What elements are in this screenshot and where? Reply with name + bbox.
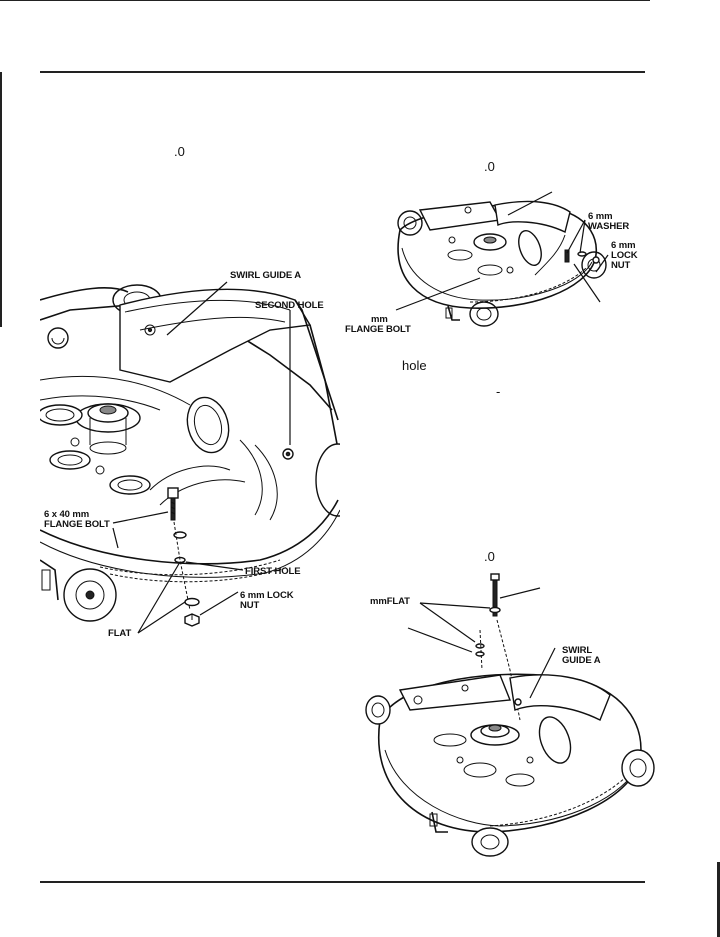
flange-bolt-size-label: 6 x 40 mm — [44, 509, 90, 520]
first-hole-label: FIRST HOLE — [245, 566, 301, 577]
dash-fragment: - — [496, 384, 501, 399]
lock-nut-size-label: 6 mm — [611, 240, 636, 251]
washer-size-label: 6 mm — [588, 211, 613, 222]
washer-label: WASHER — [588, 221, 630, 232]
lock-nut-label-line2: NUT — [240, 600, 260, 611]
left-edge-mark — [0, 72, 2, 327]
top-right-reference-fragment: .0 — [484, 159, 495, 174]
left-reference-fragment: .0 — [174, 144, 185, 159]
header-rule — [40, 71, 645, 73]
bottom-right-mower-deck-illustration — [365, 573, 655, 857]
left-mower-deck-illustration — [40, 281, 340, 634]
top-right-mower-deck-illustration — [395, 191, 609, 327]
flat-washer-label: FLAT — [108, 628, 132, 639]
swirl-guide-label-bottom: SWIRL — [562, 645, 593, 656]
right-edge-mark — [717, 862, 720, 937]
flange-bolt-size-label-right: mm — [371, 314, 388, 325]
top-border-line — [0, 0, 650, 1]
mm-flat-label: mmFLAT — [370, 596, 410, 607]
footer-rule — [40, 881, 645, 883]
flange-bolt-label-right: FLANGE BOLT — [345, 324, 411, 335]
lock-nut-label-nut: NUT — [611, 260, 631, 271]
flange-bolt-label: FLANGE BOLT — [44, 519, 110, 530]
lower-right-reference-fragment: .0 — [484, 549, 495, 564]
guide-a-label-bottom: GUIDE A — [562, 655, 601, 666]
lock-nut-label-line1: 6 mm LOCK — [240, 590, 294, 601]
lock-nut-label-lock: LOCK — [611, 250, 638, 261]
hole-word-fragment: hole — [402, 358, 427, 373]
second-hole-label: SECOND HOLE — [255, 300, 324, 311]
swirl-guide-a-label: SWIRL GUIDE A — [230, 270, 302, 281]
